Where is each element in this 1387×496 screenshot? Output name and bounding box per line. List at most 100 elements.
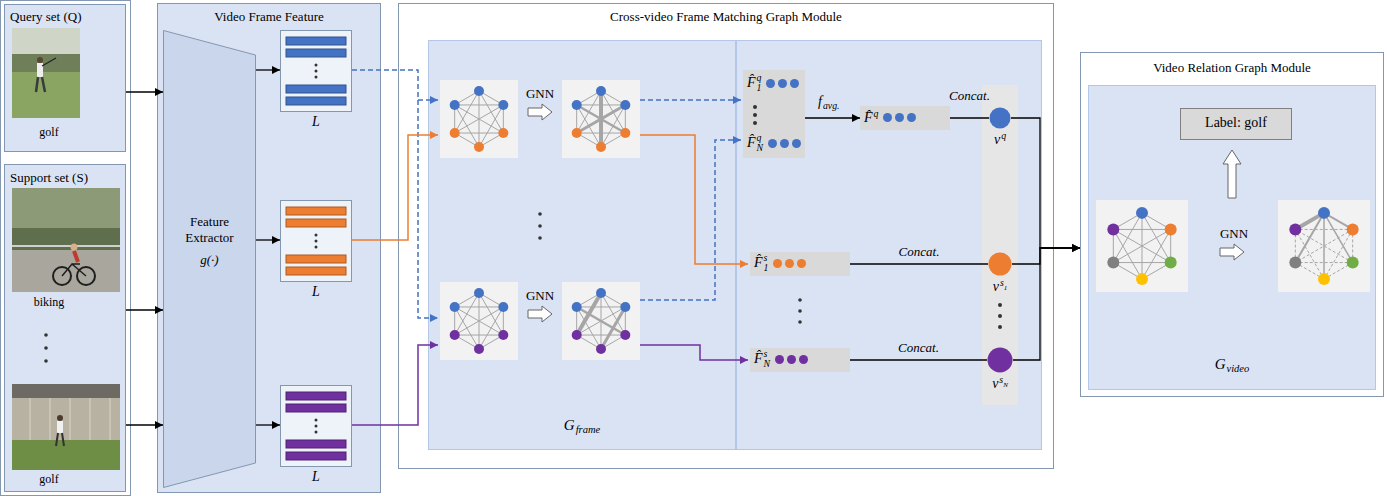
math-label: F̂s1 (754, 253, 768, 274)
graph-node (620, 302, 630, 312)
golfer-head (37, 57, 43, 63)
graph-edge (1295, 229, 1324, 279)
graph-node (498, 128, 508, 138)
node-text: g(·) (169, 252, 250, 268)
feature-dot (778, 79, 787, 88)
graph-edge (1295, 229, 1352, 262)
video-relation-module (1081, 53, 1384, 397)
graph-edge (577, 133, 626, 134)
graph-edge (455, 105, 479, 147)
photo-net (30, 398, 110, 440)
feature-bar (286, 404, 346, 412)
frame-matching-module (399, 4, 1054, 469)
graph-edge (577, 307, 626, 335)
node-text: Query set (Q) (10, 9, 81, 25)
feature-stack: L (280, 30, 352, 112)
feature-panel (158, 4, 381, 493)
feature-bar (286, 97, 346, 105)
feature-bar (286, 392, 346, 400)
math-base: F̂ (754, 255, 763, 270)
graph-node (474, 86, 484, 96)
math-label: F̂qN (747, 133, 763, 154)
math-label: Gframe (564, 418, 600, 436)
edge-label: Concat. (949, 88, 990, 104)
feature-stack-frame (281, 31, 352, 112)
graph-edge (455, 105, 504, 133)
graph-node (450, 128, 460, 138)
math-label: F̂sN (754, 349, 770, 370)
node-column (982, 85, 1018, 405)
graph-edge (577, 306, 626, 307)
feature-bar (286, 440, 346, 448)
graph-node (1136, 273, 1148, 285)
feature-dot (792, 139, 801, 148)
math-label: favg. (818, 95, 840, 111)
golfer-body (57, 421, 63, 433)
math-label: F̂q (864, 109, 878, 125)
feature-dot (895, 113, 904, 122)
feature-stack: L (280, 385, 352, 467)
node-text: Cross-video Frame Matching Graph Module (610, 9, 842, 25)
golf-photo (12, 28, 80, 118)
dot (44, 346, 48, 350)
graph-node (572, 100, 582, 110)
connector (1012, 248, 1080, 264)
math-label: vsN (992, 375, 1008, 391)
graph-box (562, 80, 640, 158)
math-label: F̂q1 (747, 73, 761, 94)
graph-node (450, 302, 460, 312)
graph-node (1165, 223, 1177, 235)
math-base: F̂ (864, 110, 873, 125)
circle-shape (990, 108, 1011, 129)
node-text: L (312, 284, 320, 301)
superscript: q (757, 73, 762, 83)
hollow-arrow (528, 306, 552, 322)
connector (126, 424, 163, 425)
superscript: q (757, 133, 764, 143)
graph-node (474, 288, 484, 298)
graph-edge (577, 105, 601, 147)
label-box: Label: golf (1180, 108, 1292, 140)
graph-node (1318, 207, 1330, 219)
graph-node (450, 100, 460, 110)
graph-node (620, 330, 630, 340)
graph-edge (455, 335, 504, 336)
graph-node (1165, 257, 1177, 269)
dot (538, 212, 542, 216)
graph-node (498, 100, 508, 110)
feature-dot (790, 79, 799, 88)
graph-edge (1113, 262, 1170, 263)
feature-bar (286, 219, 346, 227)
photo-ground (12, 188, 120, 292)
golf-range-photo (12, 384, 120, 470)
gnn-label: GNN (1220, 226, 1248, 242)
support-set-panel: Support set (S)bikinggolf (4, 164, 126, 492)
ellipsis-dot (753, 105, 757, 109)
ellipsis-dot (315, 76, 318, 79)
ellipsis-dot (753, 121, 757, 125)
feature-bar (286, 207, 346, 215)
graph-node (596, 288, 606, 298)
ellipsis-dot (315, 431, 318, 434)
dot (798, 298, 802, 302)
photo-sky (12, 28, 80, 54)
trapezoid-shape (164, 31, 256, 488)
rider-head (71, 244, 78, 251)
connector (126, 91, 163, 92)
ellipsis-dot (315, 246, 318, 249)
graph-edge (455, 307, 504, 335)
node-text: biking (34, 295, 65, 309)
dot (998, 303, 1002, 307)
connector (126, 309, 163, 310)
input-panel (1, 1, 131, 496)
dot (538, 224, 542, 228)
photo-grass (12, 72, 80, 118)
graph-node (1107, 257, 1119, 269)
query-frame-features: F̂q1F̂qN (743, 70, 805, 158)
graph-box (440, 80, 518, 158)
photo-building (12, 384, 120, 470)
graph-edge (577, 105, 626, 133)
math-base: v (993, 279, 999, 294)
query-feature-line (640, 140, 741, 300)
feature-stack: L (280, 200, 352, 282)
